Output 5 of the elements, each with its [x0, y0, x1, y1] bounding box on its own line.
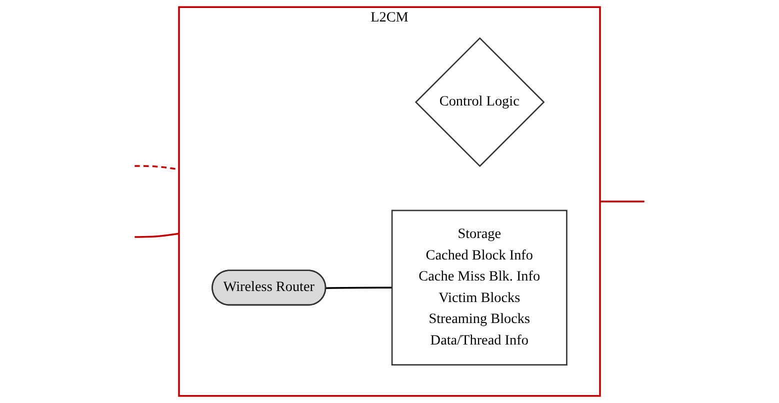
connector — [600, 200, 644, 202]
connector — [134, 232, 180, 238]
node-diamond: Control Logic — [414, 37, 545, 168]
connector — [326, 286, 392, 289]
node-box: Storage Cached Block Info Cache Miss Blk. Info Victim Blocks Streaming Blocks Data/Thread Info — [391, 210, 568, 366]
